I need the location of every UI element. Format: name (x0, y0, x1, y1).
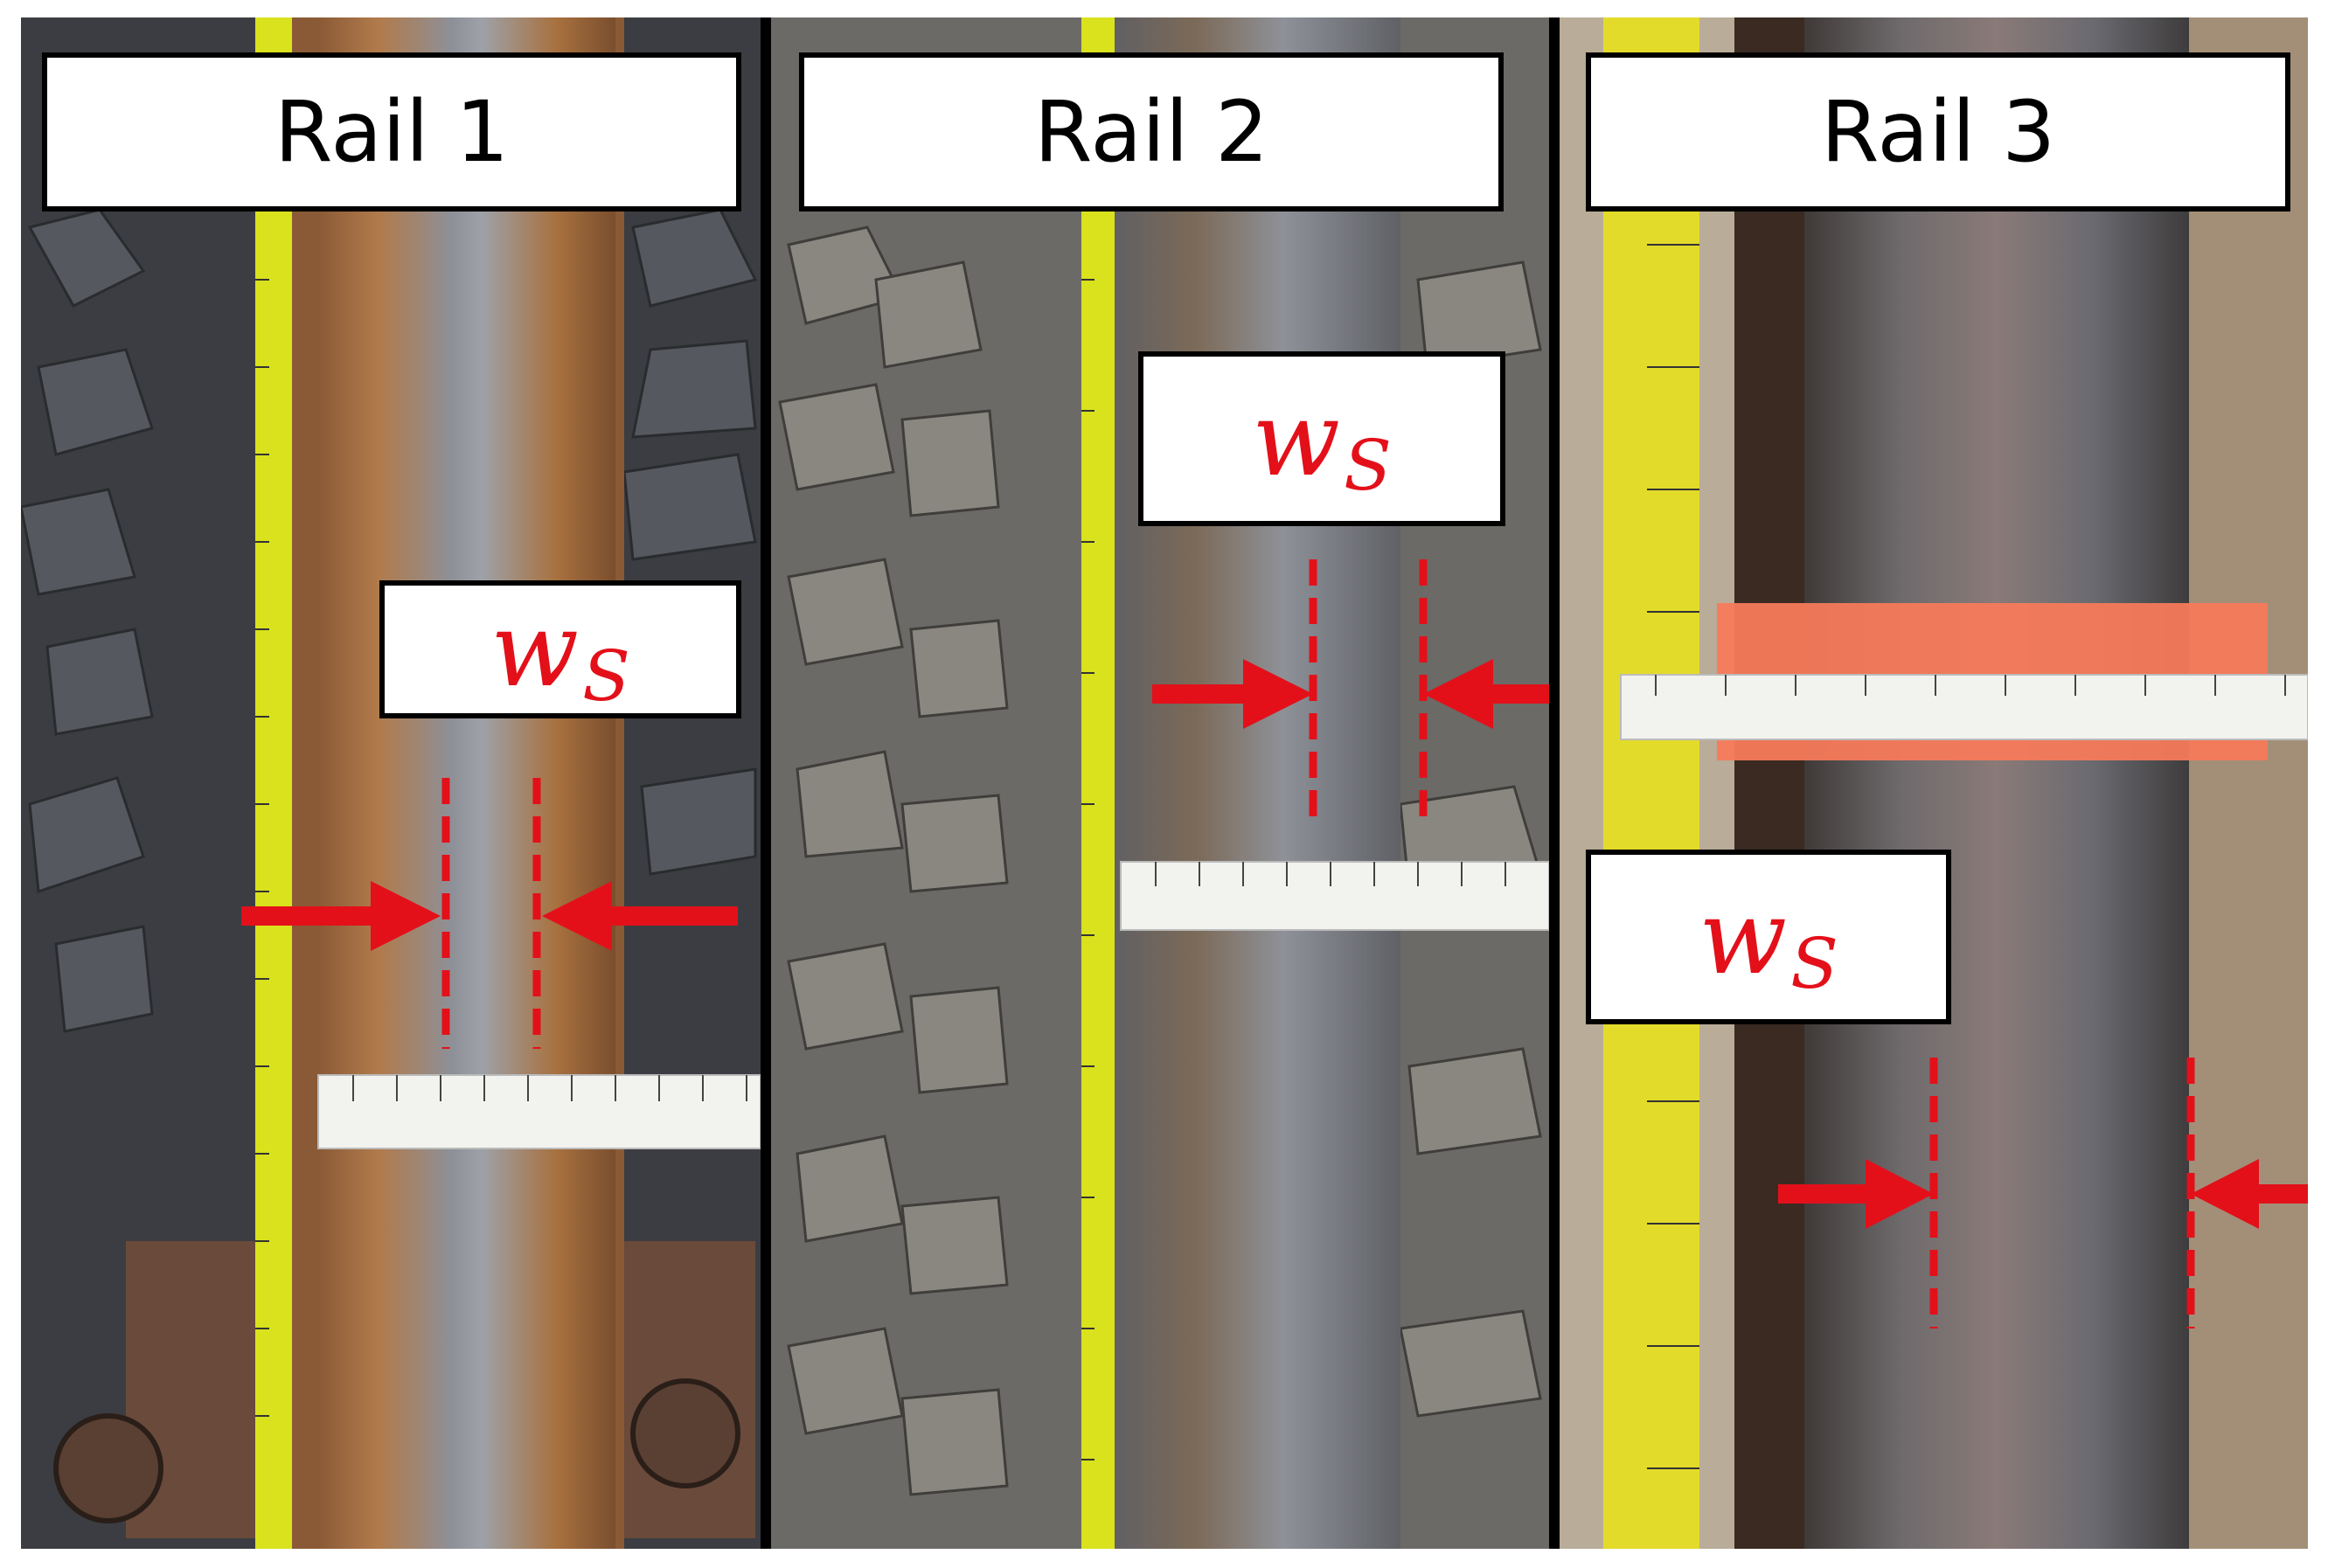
rail-1-title: Rail 1 (274, 83, 510, 181)
ws-subscript: S (1790, 922, 1838, 1004)
rail-1-photo (21, 17, 761, 1549)
ws-symbol: w (490, 589, 580, 710)
rail-3-title: Rail 3 (1820, 83, 2056, 181)
rail-2-title: Rail 2 (1033, 83, 1269, 181)
ws-subscript: S (582, 635, 630, 717)
ws-symbol: w (1699, 877, 1788, 997)
rail-1-title-box: Rail 1 (42, 52, 741, 212)
ws-symbol: w (1252, 378, 1341, 499)
rail-3-title-box: Rail 3 (1586, 52, 2290, 212)
rail-2-title-box: Rail 2 (799, 52, 1504, 212)
ws-subscript: S (1344, 424, 1392, 506)
rail-3-photo (1560, 17, 2308, 1549)
rail-2-photo (771, 17, 1549, 1549)
